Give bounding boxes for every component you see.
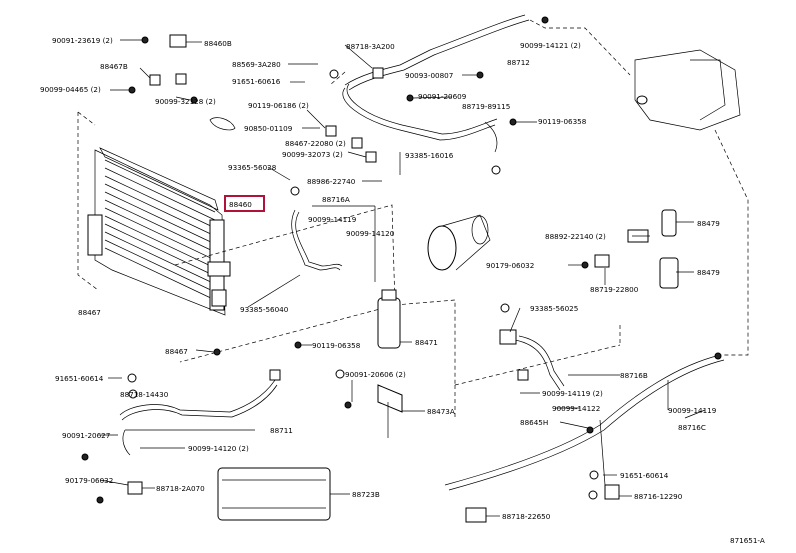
label[interactable]: 90099-32128 (2) [155,97,216,106]
label[interactable]: 88479 [697,268,720,277]
label[interactable]: 88473A [427,407,455,416]
label[interactable]: 88718-14430 [120,390,169,399]
label[interactable]: 88718-3A200 [346,42,395,51]
label[interactable]: 90091-20609 [418,92,467,101]
label[interactable]: 88479 [697,219,720,228]
receiver-dryer-88471 [377,289,401,349]
label[interactable]: 90119-06186 (2) [248,101,309,110]
label[interactable]: 90099-14119 [668,406,717,415]
label[interactable]: 93385-16016 [405,151,454,160]
label[interactable]: 88460B [204,39,232,48]
condenser [87,147,231,316]
label[interactable]: 90099-14120 (2) [188,444,249,453]
figure-number: 871651-A [730,536,765,545]
label[interactable]: 88892-22140 (2) [545,232,606,241]
label[interactable]: 88716B [620,371,648,380]
sight-glass-88473A [377,384,403,438]
label[interactable]: 88986-22740 [307,177,356,186]
label[interactable]: 90099-14120 [346,229,395,238]
label[interactable]: 90850-01109 [244,124,293,133]
label[interactable]: 90179-06032 [65,476,113,485]
label[interactable]: 88716-12290 [634,492,683,501]
pressure-switch-88479 [659,209,679,289]
highlight-box [224,195,265,212]
label[interactable]: 90093-00807 [405,71,453,80]
label[interactable]: 90091-20627 [62,431,110,440]
compressor [427,214,491,271]
label[interactable]: 90099-14119 [308,215,357,224]
label[interactable]: 93385-56025 [530,304,578,313]
bracket-88723B [217,467,331,521]
hoses [119,14,725,491]
label[interactable]: 88467 [78,308,101,317]
label-88460[interactable]: 88460 [229,200,252,209]
b-markers [127,69,599,500]
label[interactable]: 88719-89115 [462,102,510,111]
reference-lines [77,19,749,420]
label[interactable]: 88716C [678,423,706,432]
label[interactable]: 88723B [352,490,380,499]
label[interactable]: 88645H [520,418,548,427]
label[interactable]: 88569-3A280 [232,60,281,69]
leader-lines [99,39,706,517]
label[interactable]: 90091-23619 (2) [52,36,113,45]
label[interactable]: 88712 [507,58,530,67]
label[interactable]: 88471 [415,338,438,347]
label[interactable]: 91651-60614 [620,471,669,480]
label[interactable]: 88467B [100,62,128,71]
label[interactable]: 90179-06032 [486,261,534,270]
label[interactable]: 88716A [322,195,350,204]
label[interactable]: 88719-22800 [590,285,639,294]
label[interactable]: 93365-56028 [228,163,277,172]
label[interactable]: 90099-14122 [552,404,600,413]
label[interactable]: 88467-22080 (2) [285,139,346,148]
label[interactable]: 88718-2A070 [156,484,205,493]
label[interactable]: 90099-32073 (2) [282,150,343,159]
label[interactable]: 88718-22650 [502,512,551,521]
label[interactable]: 90119-06358 [538,117,587,126]
label[interactable]: 91651-60616 [232,77,281,86]
condenser-fins [104,159,216,301]
label[interactable]: 88711 [270,426,293,435]
label[interactable]: 90091-20606 (2) [345,370,406,379]
label[interactable]: 93385-56040 [240,305,289,314]
label[interactable]: 90099-04465 (2) [40,85,101,94]
label[interactable]: 90099-14121 (2) [520,41,581,50]
label[interactable]: 90119-06358 [312,341,361,350]
fittings [81,16,722,523]
label[interactable]: 88467 [165,347,188,356]
label[interactable]: 91651-60614 [55,374,104,383]
evaporator-housing [634,49,741,131]
label[interactable]: 90099-14119 (2) [542,389,603,398]
